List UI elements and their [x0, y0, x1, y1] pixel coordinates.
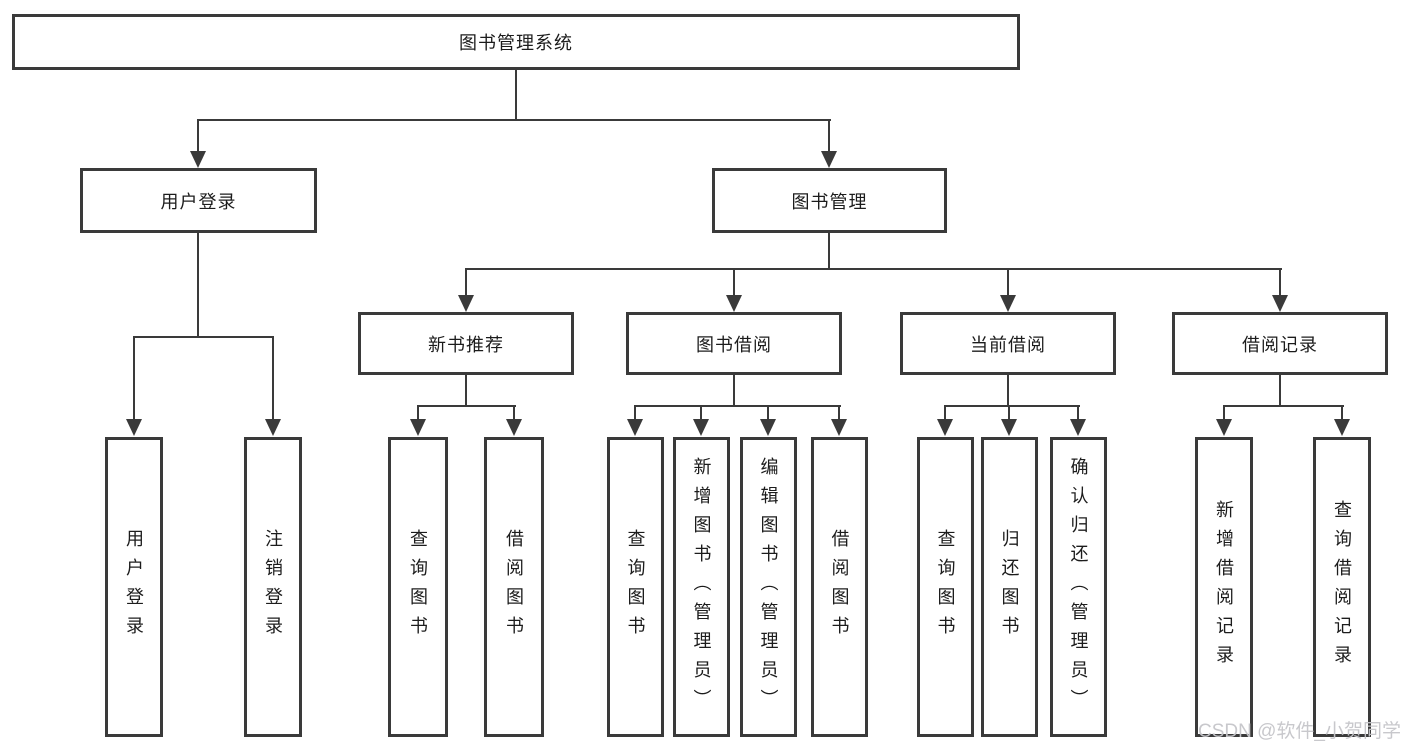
arrow-down-icon [1334, 419, 1350, 436]
leaf-confirm-return-admin-label: 确认归还（管理员） [1068, 456, 1089, 718]
connector-leaf-stem [1341, 407, 1343, 420]
connector-leaf-stem [133, 338, 135, 420]
leaf-borrow-books-label: 借阅图书 [829, 529, 850, 645]
connector-l3-stem [1007, 270, 1009, 297]
connector-leaf-stem [944, 407, 946, 420]
connector-root-bar [197, 119, 831, 121]
node-current-borrow: 当前借阅 [900, 312, 1116, 375]
connector-userlogin-bar [133, 336, 274, 338]
connector-leaf-stem [1008, 407, 1010, 420]
leaf-add-borrow-record: 新增借阅记录 [1195, 437, 1253, 737]
leaf-user-login-label: 用户登录 [124, 529, 144, 645]
connector-leaf-stem [700, 407, 702, 420]
node-current-borrow-label: 当前借阅 [970, 334, 1046, 355]
connector-l3-stem [733, 270, 735, 297]
connector-leaf-stem [513, 407, 515, 420]
connector-leaf-stem [767, 407, 769, 420]
connector-bookborrow-bar [634, 405, 841, 407]
arrow-down-icon [1216, 419, 1232, 436]
arrow-down-icon [726, 295, 742, 312]
arrow-down-icon [821, 151, 837, 168]
node-new-book-recommend-label: 新书推荐 [428, 334, 504, 355]
leaf-borrow-books-recommend-label: 借阅图书 [504, 529, 524, 645]
leaf-edit-books-admin: 编辑图书（管理员） [740, 437, 797, 737]
arrow-down-icon [190, 151, 206, 168]
connector-leaf-stem [1223, 407, 1225, 420]
connector-leaf-stem [272, 338, 274, 420]
node-root: 图书管理系统 [12, 14, 1020, 70]
connector-userlogin-down [197, 233, 199, 338]
connector-bookmgmt-stem [828, 121, 830, 152]
leaf-add-borrow-record-label: 新增借阅记录 [1214, 500, 1234, 674]
arrow-down-icon [1070, 419, 1086, 436]
leaf-query-books-recommend-label: 查询图书 [408, 529, 428, 645]
connector-newbook-down [465, 375, 467, 407]
arrow-down-icon [410, 419, 426, 436]
node-borrow-records: 借阅记录 [1172, 312, 1388, 375]
arrow-down-icon [937, 419, 953, 436]
leaf-user-login: 用户登录 [105, 437, 163, 737]
arrow-down-icon [506, 419, 522, 436]
connector-l3-stem [1279, 270, 1281, 297]
node-root-label: 图书管理系统 [459, 33, 573, 53]
leaf-query-books-label: 查询图书 [625, 529, 646, 645]
arrow-down-icon [831, 419, 847, 436]
node-new-book-recommend: 新书推荐 [358, 312, 574, 375]
arrow-down-icon [1000, 295, 1016, 312]
leaf-query-books: 查询图书 [607, 437, 664, 737]
arrow-down-icon [760, 419, 776, 436]
connector-bookborrow-down [733, 375, 735, 407]
leaf-return-books: 归还图书 [981, 437, 1038, 737]
leaf-return-books-label: 归还图书 [999, 529, 1020, 645]
node-book-management: 图书管理 [712, 168, 947, 233]
connector-root-stem [515, 70, 517, 121]
connector-leaf-stem [634, 407, 636, 420]
arrow-down-icon [1001, 419, 1017, 436]
arrow-down-icon [458, 295, 474, 312]
leaf-query-borrow-record-label: 查询借阅记录 [1332, 500, 1352, 674]
node-book-borrow: 图书借阅 [626, 312, 842, 375]
arrow-down-icon [627, 419, 643, 436]
connector-bookmgmt-down [828, 233, 830, 270]
arrow-down-icon [265, 419, 281, 436]
leaf-query-books-recommend: 查询图书 [388, 437, 448, 737]
connector-newbook-bar [417, 405, 516, 407]
leaf-query-books-current: 查询图书 [917, 437, 974, 737]
leaf-logout: 注销登录 [244, 437, 302, 737]
connector-l3-stem [465, 270, 467, 297]
leaf-edit-books-admin-label: 编辑图书（管理员） [758, 456, 779, 718]
leaf-borrow-books-recommend: 借阅图书 [484, 437, 544, 737]
arrow-down-icon [693, 419, 709, 436]
leaf-add-books-admin: 新增图书（管理员） [673, 437, 730, 737]
leaf-add-books-admin-label: 新增图书（管理员） [691, 456, 712, 718]
leaf-logout-label: 注销登录 [263, 529, 283, 645]
node-user-login: 用户登录 [80, 168, 317, 233]
arrow-down-icon [1272, 295, 1288, 312]
leaf-confirm-return-admin: 确认归还（管理员） [1050, 437, 1107, 737]
node-borrow-records-label: 借阅记录 [1242, 334, 1318, 355]
leaf-query-books-current-label: 查询图书 [935, 529, 956, 645]
arrow-down-icon [126, 419, 142, 436]
leaf-borrow-books: 借阅图书 [811, 437, 868, 737]
connector-leaf-stem [1077, 407, 1079, 420]
connector-level3-bar [465, 268, 1282, 270]
csdn-watermark: CSDN @软件_小贺同学 [1198, 721, 1401, 742]
connector-currentborrow-bar [944, 405, 1080, 407]
connector-currentborrow-down [1007, 375, 1009, 407]
connector-records-bar [1223, 405, 1344, 407]
leaf-query-borrow-record: 查询借阅记录 [1313, 437, 1371, 737]
node-book-borrow-label: 图书借阅 [696, 334, 772, 355]
node-user-login-label: 用户登录 [160, 191, 237, 212]
connector-userlogin-stem [197, 121, 199, 152]
connector-leaf-stem [417, 407, 419, 420]
connector-leaf-stem [838, 407, 840, 420]
node-book-management-label: 图书管理 [791, 191, 868, 212]
connector-records-down [1279, 375, 1281, 407]
